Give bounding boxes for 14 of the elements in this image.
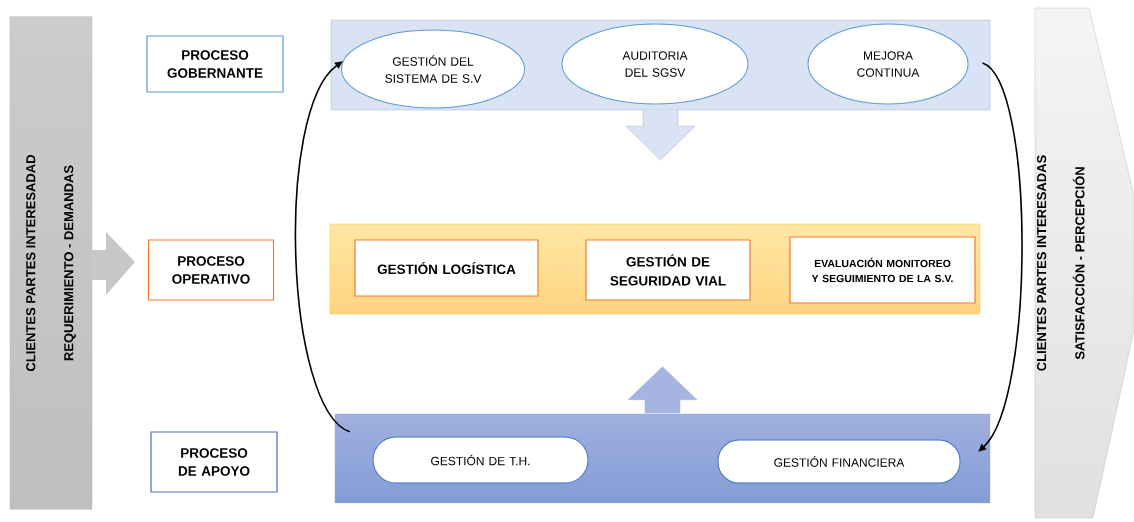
block-arrow xyxy=(625,109,696,161)
process-box: GESTIÓN LOGÍSTICA xyxy=(354,239,539,297)
process-label: PROCESO GOBERNANTE xyxy=(146,35,284,93)
process-box: EVALUACIÓN MONITOREO Y SEGUIMIENTO DE LA S.V. xyxy=(789,236,976,304)
curved-arrow xyxy=(294,61,351,433)
process-label: PROCESO DE APOYO xyxy=(150,431,278,493)
process-label: PROCESO OPERATIVO xyxy=(147,239,275,301)
output-chevron-band: CLIENTES PARTES INTERESADAS SATISFACCIÓN - PERCEPCIÓN xyxy=(1034,7,1134,519)
process-pill: GESTIÓN DE T.H. xyxy=(372,436,589,484)
input-arrow-band: CLIENTES PARTES INTERESADAD REQUERIMIENTO - DEMANDAS xyxy=(9,16,135,510)
process-box: GESTIÓN DE SEGURIDAD VIAL xyxy=(585,239,751,301)
block-arrow xyxy=(627,366,698,414)
curved-arrow xyxy=(978,62,1023,452)
process-pill: GESTIÓN FINANCIERA xyxy=(717,439,961,484)
